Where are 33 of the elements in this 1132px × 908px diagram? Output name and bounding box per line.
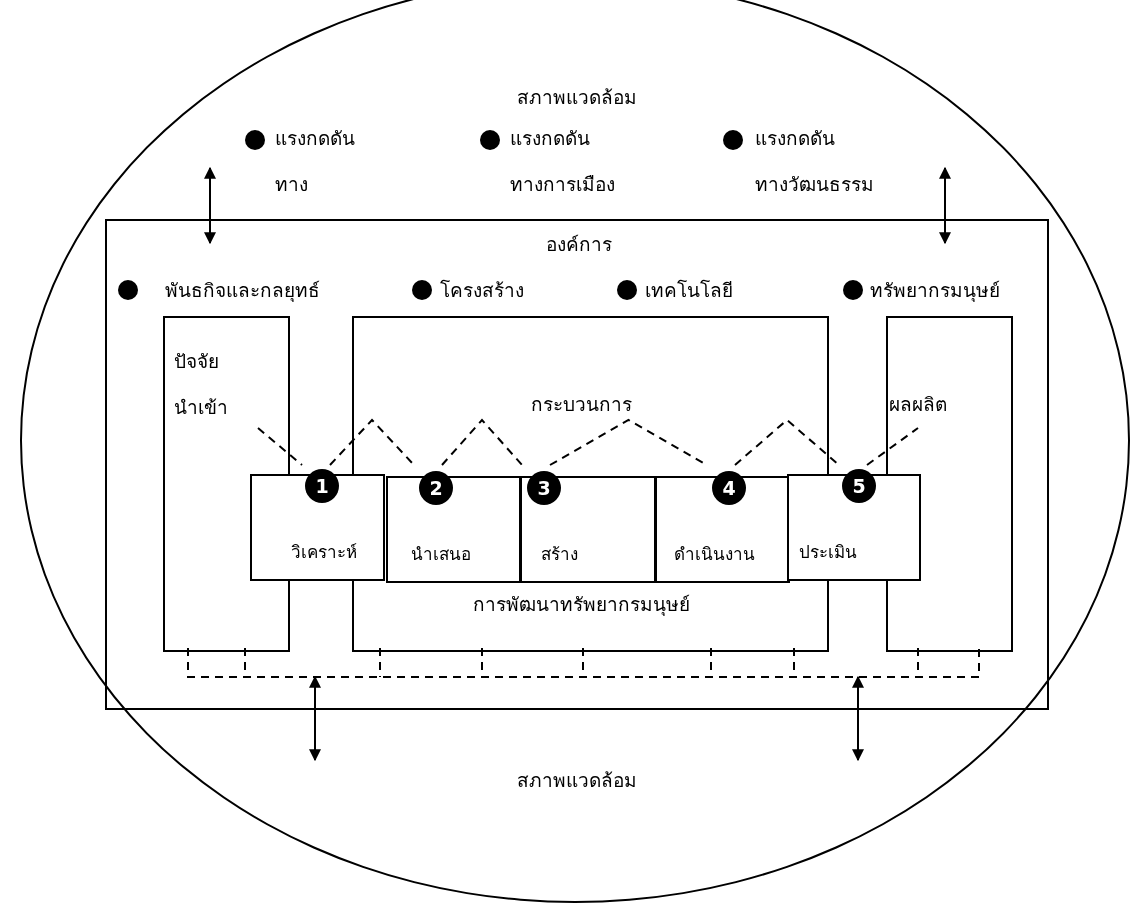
step-label: ประเมิน [799, 541, 857, 563]
dashed-zigzag-line [329, 418, 415, 466]
dashed-zigzag-line [441, 418, 523, 466]
pressure-item: แรงกดดัน ทาง [275, 126, 355, 197]
box-label: ปัจจัย นำเข้า [174, 349, 228, 420]
environment-label: สภาพแวดล้อม [517, 768, 637, 792]
factor-item: เทคโนโลยี [645, 278, 733, 302]
step-label: ดำเนินงาน [673, 543, 755, 565]
box-label: กระบวนการ [530, 392, 632, 416]
factor-item: โครงสร้าง [440, 278, 524, 302]
box-label: องค์การ [546, 232, 612, 256]
double-arrow [309, 675, 321, 762]
double-arrow [939, 166, 951, 245]
double-arrow [852, 675, 864, 762]
dashed-zigzag-line [257, 427, 303, 466]
number-badge: 2 [419, 471, 453, 505]
double-arrow [204, 166, 216, 245]
environment-ellipse [20, 0, 1130, 903]
step-label: วิเคราะห์ [291, 541, 357, 563]
organization-box [105, 219, 1049, 710]
number-badge: 1 [305, 469, 339, 503]
dashed-zigzag-line [866, 427, 919, 466]
environment-label: สภาพแวดล้อม [517, 85, 637, 109]
box-label: การพัฒนาทรัพยากรมนุษย์ [472, 592, 690, 616]
box-label: ผลผลิต [889, 392, 947, 416]
feedback-line [187, 647, 980, 678]
pressure-item: แรงกดดัน ทางวัฒนธรรม [755, 126, 874, 197]
number-badge: 4 [712, 471, 746, 505]
pressure-item: แรงกดดัน ทางการเมือง [510, 126, 615, 197]
step-label: นำเสนอ [411, 543, 471, 565]
number-badge: 3 [527, 471, 561, 505]
number-badge: 5 [842, 469, 876, 503]
step-label: สร้าง [540, 543, 578, 565]
